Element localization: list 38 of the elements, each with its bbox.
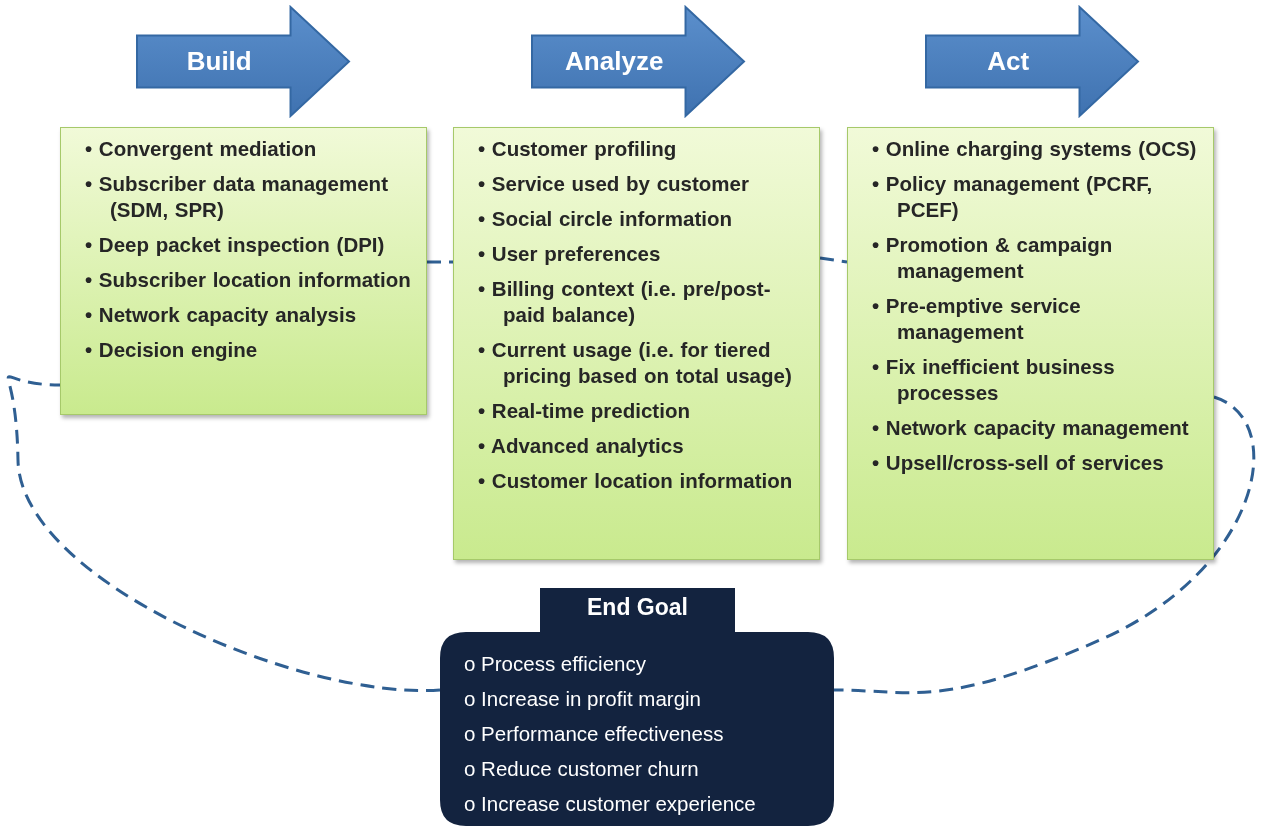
list-item: o Process efficiency xyxy=(464,651,647,677)
list-item: • Deep packet inspection (DPI) xyxy=(85,232,386,258)
list-item: • Billing context (i.e. pre/post-paid balance) xyxy=(478,276,772,328)
list-item: • User preferences xyxy=(478,241,662,267)
list-item: o Performance effectiveness xyxy=(464,721,725,747)
dashed-connector xyxy=(427,260,453,264)
content-box xyxy=(847,127,1214,560)
list-item: • Network capacity management xyxy=(872,415,1190,441)
list-item: • Customer profiling xyxy=(478,136,678,162)
list-item: • Subscriber data management (SDM, SPR) xyxy=(85,171,389,223)
list-item: • Network capacity analysis xyxy=(85,302,358,328)
arrow-label: Build xyxy=(186,46,252,77)
dashed-connector xyxy=(833,395,1256,695)
content-box xyxy=(60,127,427,415)
panel-heading: End Goal xyxy=(586,594,689,621)
list-item: • Customer location information xyxy=(478,468,794,494)
list-item: • Subscriber location information xyxy=(85,267,412,293)
list-item: • Online charging systems (OCS) xyxy=(872,136,1198,162)
list-item: o Increase in profit margin xyxy=(464,686,702,712)
list-item: • Promotion & campaign management xyxy=(872,232,1114,284)
list-item: • Current usage (i.e. for tiered pricing based on total usage) xyxy=(478,337,793,389)
list-item: • Policy management (PCRF, PCEF) xyxy=(872,171,1154,223)
list-item: • Real-time prediction xyxy=(478,398,691,424)
list-item: • Service used by customer xyxy=(478,171,750,197)
dashed-connector xyxy=(7,376,440,692)
list-item: • Advanced analytics xyxy=(478,433,685,459)
dashed-connector xyxy=(819,256,848,264)
list-item: • Fix inefficient business processes xyxy=(872,354,1116,406)
list-item: • Convergent mediation xyxy=(85,136,318,162)
arrow-label: Analyze xyxy=(565,46,664,77)
content-box xyxy=(453,127,820,560)
list-item: • Social circle information xyxy=(478,206,733,232)
list-item: • Upsell/cross-sell of services xyxy=(872,450,1165,476)
arrow-label: Act xyxy=(987,46,1030,77)
list-item: • Decision engine xyxy=(85,337,259,363)
list-item: o Increase customer experience xyxy=(464,791,756,817)
list-item: o Reduce customer churn xyxy=(464,756,700,782)
list-item: • Pre-emptive service management xyxy=(872,293,1082,345)
